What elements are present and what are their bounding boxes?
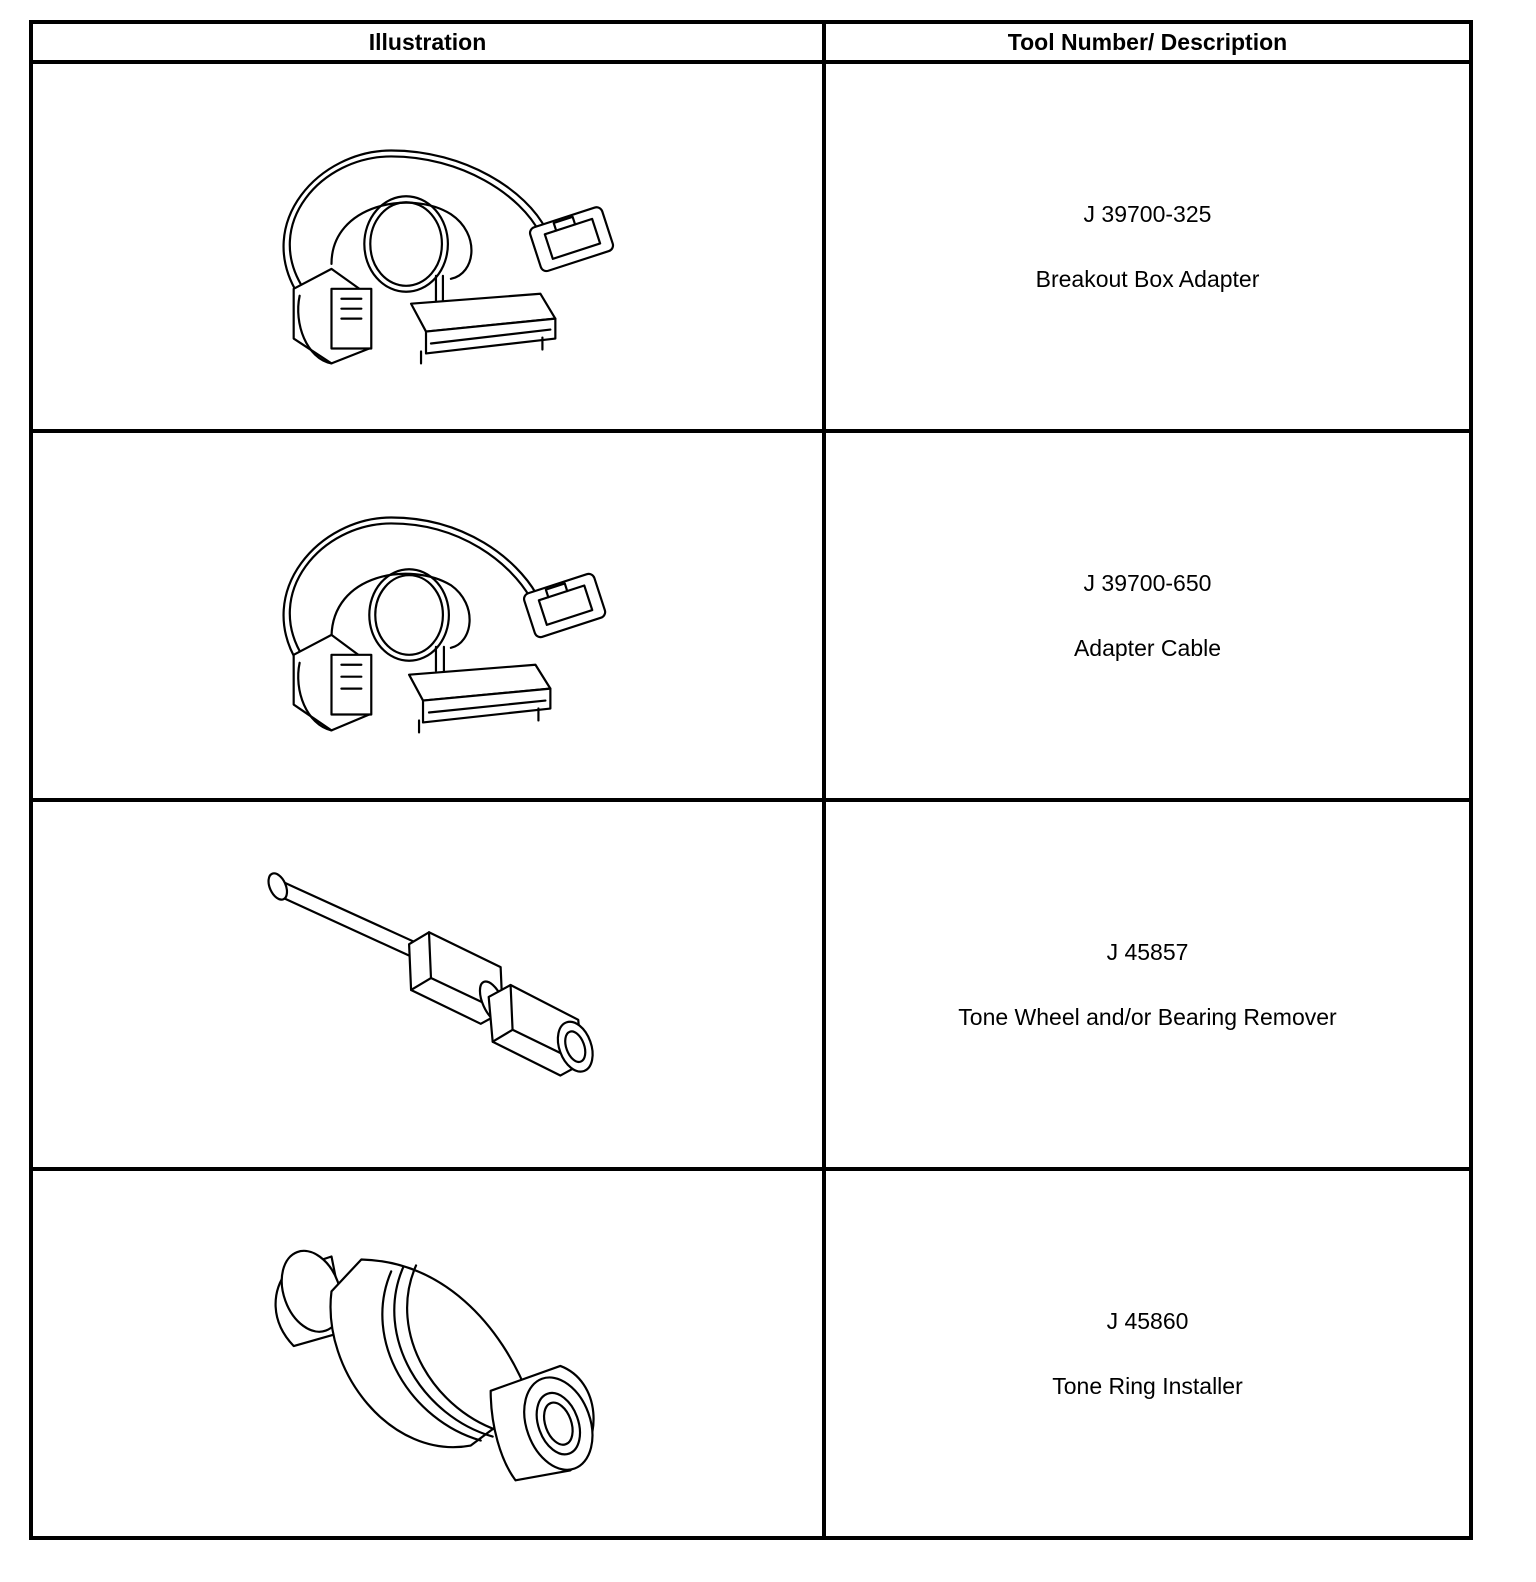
illustration-cell [29, 60, 826, 433]
header-illustration: Illustration [29, 20, 826, 64]
description-cell: J 45857 Tone Wheel and/or Bearing Remove… [822, 798, 1473, 1171]
adapter-cable-icon [282, 516, 607, 734]
special-tools-table: Illustration Tool Number/ Description [29, 20, 1473, 1540]
tool-number: J 39700-325 [1083, 200, 1212, 227]
tone-ring-installer-icon [274, 1249, 595, 1482]
table-header-row: Illustration Tool Number/ Description [29, 20, 1473, 64]
description-cell: J 39700-325 Breakout Box Adapter [822, 60, 1473, 433]
description-cell: J 45860 Tone Ring Installer [822, 1167, 1473, 1540]
breakout-box-adapter-cable-icon [282, 149, 615, 365]
tool-description: Tone Ring Installer [1052, 1372, 1243, 1399]
illustration-cell [29, 1167, 826, 1540]
tool-number: J 45857 [1106, 938, 1189, 965]
table-row: J 45860 Tone Ring Installer [29, 1167, 1473, 1540]
tool-description: Tone Wheel and/or Bearing Remover [958, 1003, 1337, 1030]
table-row: J 39700-650 Adapter Cable [29, 429, 1473, 802]
illustration-cell [29, 429, 826, 802]
table-row: J 39700-325 Breakout Box Adapter [29, 60, 1473, 433]
tool-description: Breakout Box Adapter [1035, 265, 1260, 292]
tone-wheel-bearing-remover-icon [267, 872, 594, 1077]
table-row: J 45857 Tone Wheel and/or Bearing Remove… [29, 798, 1473, 1171]
description-cell: J 39700-650 Adapter Cable [822, 429, 1473, 802]
tool-number: J 45860 [1106, 1307, 1189, 1334]
illustration-cell [29, 798, 826, 1171]
header-tool-number-description: Tool Number/ Description [822, 20, 1473, 64]
tool-description: Adapter Cable [1073, 634, 1222, 661]
tool-number: J 39700-650 [1083, 569, 1212, 596]
